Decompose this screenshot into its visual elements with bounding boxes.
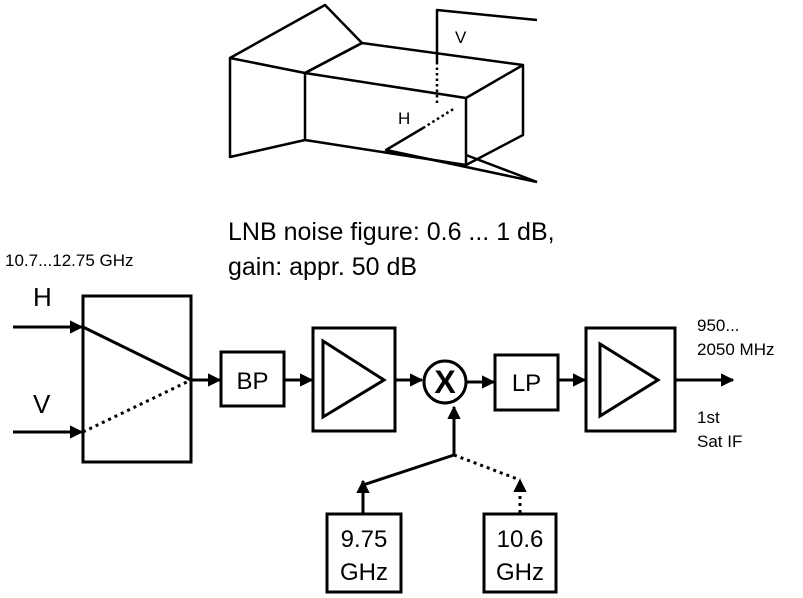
polarization-switch-block: [81, 294, 193, 464]
output-frequency-line2: 2050 MHz: [697, 340, 774, 359]
lo2-frequency: 10.6: [497, 526, 544, 553]
if-amplifier-triangle-icon: [598, 341, 661, 419]
lo-10-6-ghz-block: [482, 512, 558, 594]
output-frequency-line1: 950...: [697, 316, 740, 335]
output-if-line2: Sat IF: [697, 432, 742, 451]
v-probe-line: [435, 8, 538, 62]
h-probe-dotted: [422, 106, 456, 130]
horn-outline: [228, 3, 364, 159]
lo2-unit: GHz: [496, 559, 544, 586]
input-v-label: V: [33, 389, 51, 419]
waveguide-outline: [303, 41, 525, 167]
bandpass-filter-block: [219, 350, 286, 408]
lo-9-75-ghz-block: [325, 512, 403, 594]
lnb-feedhorn-drawing: [228, 3, 538, 184]
probe-v-label: V: [455, 28, 467, 47]
h-probe-tail: [465, 153, 538, 184]
input-h-label: H: [33, 282, 52, 312]
lowpass-filter-block: [493, 353, 560, 412]
h-probe-line: [384, 126, 538, 184]
rf-amplifier-triangle-icon: [321, 338, 387, 420]
lo1-unit: GHz: [340, 559, 388, 586]
lo2-path-dotted: [453, 453, 521, 482]
lo1-path: [362, 453, 455, 487]
mixer-label: X: [434, 364, 456, 400]
probe-h-label: H: [398, 109, 410, 128]
bandpass-label: BP: [236, 368, 268, 395]
switch-h-path: [82, 325, 192, 382]
lo1-frequency: 9.75: [341, 526, 388, 553]
lowpass-label: LP: [512, 370, 541, 397]
spec-noise-figure: LNB noise figure: 0.6 ... 1 dB,: [228, 218, 555, 246]
switch-v-path: [82, 378, 192, 434]
output-if-line1: 1st: [697, 408, 720, 427]
input-frequency-range: 10.7...12.75 GHz: [5, 251, 134, 270]
spec-gain: gain: appr. 50 dB: [228, 253, 417, 281]
